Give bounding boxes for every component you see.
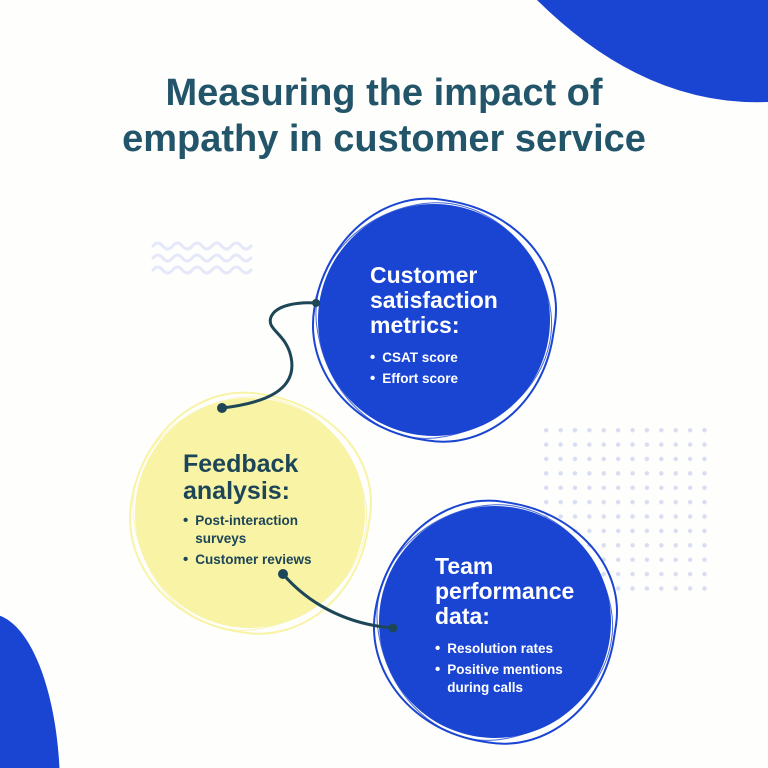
bullet-item: CSAT score [370, 349, 532, 367]
bullet-item: Resolution rates [435, 640, 599, 658]
bullet-item: Positive mentions during calls [435, 661, 599, 697]
wavy-lines-icon [151, 241, 253, 275]
node-heading: Feedback analysis: [183, 450, 299, 505]
node-heading: Customer satisfaction metrics: [370, 262, 498, 338]
node-team-performance: Team performance data: Resolution rates … [379, 506, 611, 738]
bullet-label: Post-interaction surveys [195, 513, 299, 546]
page-title-line1: Measuring the impact of [165, 72, 603, 114]
bullet-label: Customer reviews [195, 552, 312, 567]
bullet-item: Customer reviews [183, 551, 329, 569]
node-heading: Team performance data: [435, 553, 575, 629]
bullet-item: Effort score [370, 370, 532, 388]
node-customer-satisfaction: Customer satisfaction metrics: CSAT scor… [318, 204, 550, 436]
bullet-list: CSAT score Effort score [370, 349, 532, 388]
node-feedback-analysis: Feedback analysis: Post-interaction surv… [135, 398, 365, 628]
bullet-label: CSAT score [382, 350, 458, 365]
bullet-item: Post-interaction surveys [183, 512, 329, 548]
bullet-label: Resolution rates [447, 641, 554, 656]
corner-blob-top-right-icon [537, 0, 768, 103]
bullet-label: Effort score [382, 371, 459, 386]
bullet-list: Resolution rates Positive mentions durin… [435, 640, 599, 697]
page-title: Measuring the impact of empathy in custo… [0, 70, 768, 162]
bullet-list: Post-interaction surveys Customer review… [183, 512, 329, 569]
corner-blob-bottom-left-icon [0, 615, 60, 768]
bullet-label: Positive mentions during calls [447, 662, 563, 695]
page-title-line2: empathy in customer service [122, 118, 646, 160]
